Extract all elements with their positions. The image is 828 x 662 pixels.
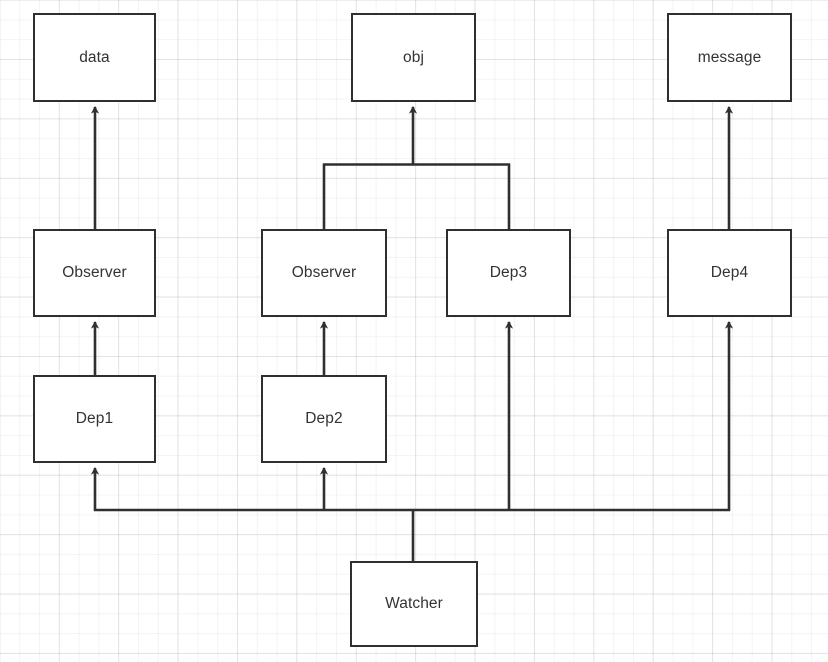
node-label-watcher: Watcher bbox=[385, 595, 443, 613]
node-dep2[interactable]: Dep2 bbox=[261, 375, 387, 463]
node-watcher[interactable]: Watcher bbox=[350, 561, 478, 647]
node-label-message: message bbox=[697, 48, 762, 66]
node-observer-1[interactable]: Observer bbox=[33, 229, 156, 317]
node-label-dep3: Dep3 bbox=[489, 264, 528, 282]
node-dep3[interactable]: Dep3 bbox=[446, 229, 571, 317]
node-label-dep1: Dep1 bbox=[75, 410, 114, 428]
node-data[interactable]: data bbox=[33, 13, 156, 102]
node-observer-2[interactable]: Observer bbox=[261, 229, 387, 317]
node-label-observer-1: Observer bbox=[62, 264, 127, 282]
node-label-data: data bbox=[79, 48, 110, 66]
node-label-observer-2: Observer bbox=[291, 264, 357, 282]
node-label-dep2: Dep2 bbox=[305, 410, 343, 428]
node-label-dep4: Dep4 bbox=[710, 264, 749, 282]
node-obj[interactable]: obj bbox=[351, 13, 476, 102]
node-dep4[interactable]: Dep4 bbox=[667, 229, 792, 317]
node-label-obj: obj bbox=[403, 48, 424, 66]
node-dep1[interactable]: Dep1 bbox=[33, 375, 156, 463]
node-message[interactable]: message bbox=[667, 13, 792, 102]
